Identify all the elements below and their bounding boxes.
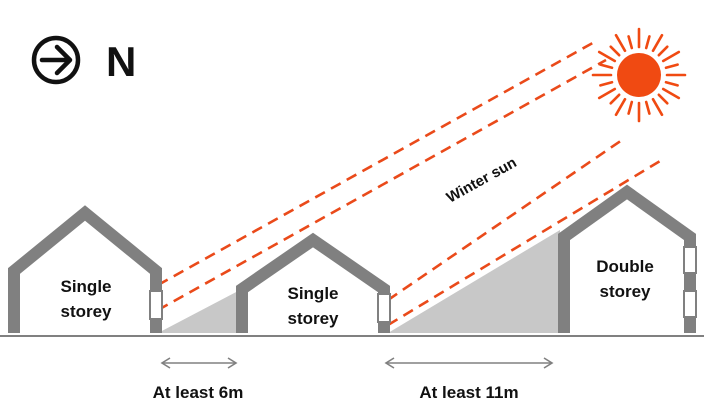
sun-ray <box>644 100 651 115</box>
sun-ray <box>664 63 679 70</box>
distance-label-11m: At least 11m <box>419 383 518 402</box>
building-double-storey-right <box>558 184 697 333</box>
sun-ray <box>597 50 617 63</box>
sun-ray <box>609 93 621 105</box>
sun-ray <box>627 35 634 50</box>
sun-ray <box>614 97 627 117</box>
building-1-label-line1: Single <box>60 277 111 296</box>
shadow-area-2 <box>388 230 560 333</box>
building-2-label-line2: storey <box>287 309 339 328</box>
sun-ray <box>664 80 679 87</box>
arrow-right-circle-icon <box>31 35 81 85</box>
compass: N <box>31 35 136 85</box>
sun-ray <box>609 45 621 57</box>
sun-ray <box>644 35 651 50</box>
winter-sun-rays <box>157 38 666 327</box>
winter-sun-label: Winter sun <box>444 154 520 206</box>
sun-ray <box>599 80 614 87</box>
sun-ray <box>614 33 627 53</box>
sun-ray <box>661 87 681 100</box>
building-3-label-line2: storey <box>599 282 651 301</box>
sun-ray <box>599 63 614 70</box>
distance-label-6m: At least 6m <box>153 383 244 402</box>
sun-icon <box>591 27 687 123</box>
building-single-storey-left <box>8 205 163 333</box>
sun-ray <box>597 87 617 100</box>
building-single-storey-middle <box>236 232 391 333</box>
building-3-label-line1: Double <box>596 257 654 276</box>
sun-ray <box>657 93 669 105</box>
sun-ray <box>627 100 634 115</box>
north-label: N <box>106 38 136 85</box>
building-2-label-line1: Single <box>287 284 338 303</box>
sun-ray <box>661 50 681 63</box>
distance-arrow-11m <box>384 357 554 369</box>
shadow-area-1 <box>158 290 240 333</box>
distance-arrow-6m <box>160 357 238 369</box>
sun-ray <box>651 97 664 117</box>
sun-ray <box>657 45 669 57</box>
sun-ray <box>651 33 664 53</box>
building-1-label-line2: storey <box>60 302 112 321</box>
